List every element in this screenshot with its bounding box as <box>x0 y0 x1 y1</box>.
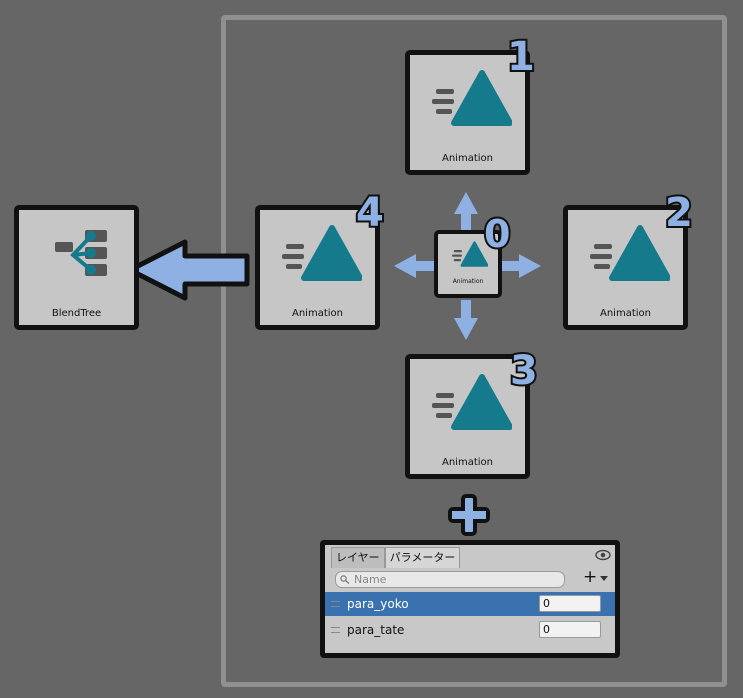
node-number-0: 0 <box>482 212 513 256</box>
parameter-name: para_tate <box>347 623 405 637</box>
animation-node-3[interactable]: Animation <box>405 354 530 479</box>
animation-icon <box>432 374 512 430</box>
animation-label: Animation <box>442 153 493 164</box>
animation-label: Animation <box>292 308 343 319</box>
drag-handle-icon[interactable] <box>331 627 340 633</box>
animation-label: Animation <box>442 457 493 468</box>
arrow-down <box>454 300 478 340</box>
tab-layers[interactable]: レイヤー <box>331 547 385 568</box>
animation-icon <box>452 241 488 267</box>
parameter-row[interactable]: para_tate 0 <box>325 618 615 642</box>
arrow-right <box>500 254 541 278</box>
animation-node-0[interactable]: Animation <box>434 230 502 298</box>
arrow-left <box>394 254 436 278</box>
parameter-value-field[interactable]: 0 <box>539 595 601 612</box>
blendtree-label: BlendTree <box>51 308 102 319</box>
plus-symbol <box>448 494 490 536</box>
add-parameter-button[interactable]: + <box>583 567 598 587</box>
search-placeholder: Name <box>354 573 387 586</box>
node-number-2: 2 <box>663 190 695 236</box>
animation-node-4[interactable]: Animation <box>255 205 380 330</box>
search-icon <box>340 575 350 584</box>
animation-label: Animation <box>600 308 651 319</box>
big-arrow-left <box>127 239 250 301</box>
panel-tabs: レイヤー パラメーター <box>331 547 461 568</box>
animation-label: Animation <box>452 278 484 285</box>
animation-icon <box>590 225 670 281</box>
animation-node-1[interactable]: Animation <box>405 50 530 175</box>
node-number-1: 1 <box>505 34 537 80</box>
tab-parameters[interactable]: パラメーター <box>384 547 461 568</box>
blendtree-node[interactable]: BlendTree <box>14 205 139 330</box>
search-input[interactable]: Name <box>335 571 565 588</box>
grouping-frame <box>221 15 727 687</box>
arrow-up <box>454 192 478 232</box>
eye-icon[interactable] <box>595 549 611 561</box>
blendtree-icon <box>55 230 107 276</box>
node-number-3: 3 <box>508 348 540 394</box>
parameters-panel: レイヤー パラメーター Name + para_yoko 0 para_tate… <box>320 540 620 658</box>
parameter-row[interactable]: para_yoko 0 <box>325 592 615 616</box>
animation-node-2[interactable]: Animation <box>563 205 688 330</box>
parameter-value-field[interactable]: 0 <box>539 621 601 638</box>
animation-icon <box>282 225 362 281</box>
parameter-name: para_yoko <box>347 597 409 611</box>
drag-handle-icon[interactable] <box>331 601 340 607</box>
animation-icon <box>432 70 512 126</box>
chevron-down-icon[interactable] <box>600 576 608 581</box>
node-number-4: 4 <box>354 190 386 236</box>
